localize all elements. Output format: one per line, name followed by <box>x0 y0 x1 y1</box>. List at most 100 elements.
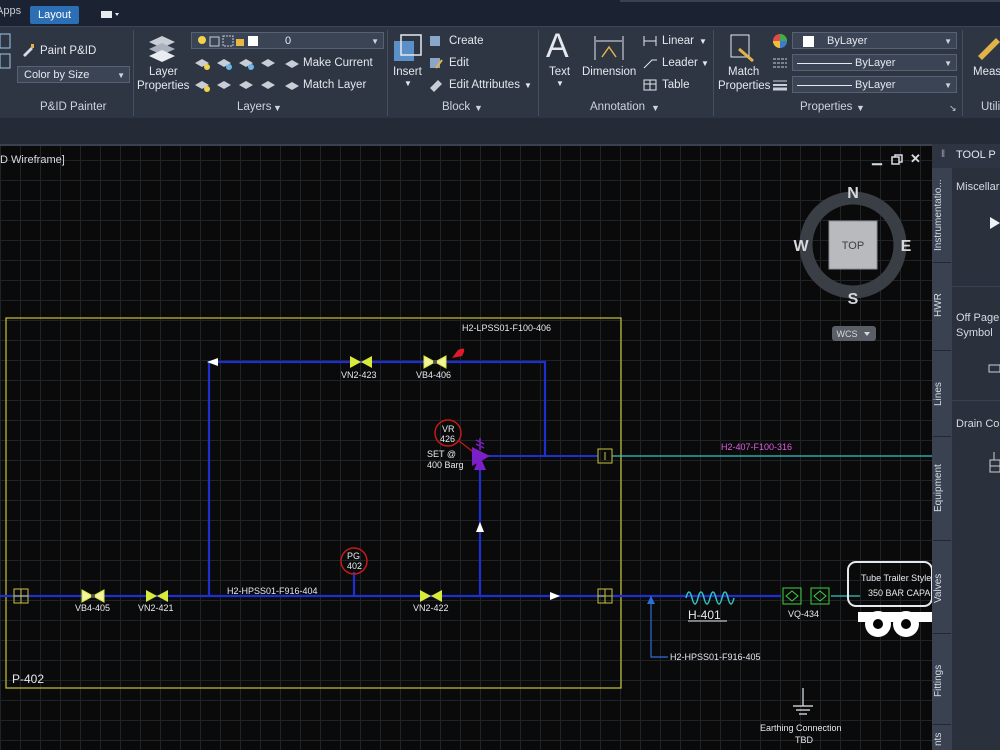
panel-launcher-icon[interactable]: ↘ <box>949 103 957 113</box>
dimension-icon[interactable] <box>592 33 626 63</box>
lineweight-select[interactable]: ByLayer ▼ <box>792 76 957 93</box>
match-properties-icon[interactable] <box>729 33 757 65</box>
palette-tab-valves[interactable]: Valves <box>933 573 944 603</box>
package-boundary[interactable] <box>5 317 622 689</box>
chevron-down-icon[interactable]: ▼ <box>474 103 483 113</box>
off-page-connector-icon[interactable] <box>988 364 1000 374</box>
palette-tab-hwr[interactable]: HWR <box>933 293 944 317</box>
relief-valve-icon[interactable] <box>434 419 490 470</box>
palette-tab-lines[interactable]: Lines <box>933 382 944 406</box>
palette-tab-more[interactable]: nts <box>933 732 944 747</box>
chevron-down-icon[interactable]: ▼ <box>701 59 709 68</box>
pressure-gauge-icon[interactable] <box>340 547 368 575</box>
gauge-tag-1[interactable]: PG <box>347 551 360 561</box>
chevron-down-icon[interactable]: ▼ <box>404 79 412 88</box>
linetype-select[interactable]: ByLayer ▼ <box>792 54 957 71</box>
paint-brush-icon[interactable] <box>20 42 36 58</box>
earthing-icon[interactable] <box>793 688 813 715</box>
viewport-controls-label[interactable]: D Wireframe] <box>0 154 65 166</box>
flag-symbol-icon[interactable] <box>988 216 1000 230</box>
valve-label-vb4-405[interactable]: VB4-405 <box>75 603 110 613</box>
match-properties-label-2[interactable]: Properties <box>718 80 771 92</box>
palette-section-symbol[interactable]: Symbol <box>956 327 993 339</box>
chevron-down-icon[interactable] <box>864 332 870 336</box>
earthing-label-2[interactable]: TBD <box>795 735 814 745</box>
table-icon[interactable] <box>642 78 658 92</box>
color-by-select[interactable]: Color by Size▼ <box>17 66 130 83</box>
relief-setpoint-1[interactable]: SET @ <box>427 449 456 459</box>
palette-tab-instrumentation[interactable]: Instrumentatio... <box>933 179 944 251</box>
line-label-top[interactable]: H2-LPSS01-F100-406 <box>462 323 551 333</box>
linetype-icon[interactable] <box>772 56 788 70</box>
match-layer-button[interactable]: Match Layer <box>303 79 367 91</box>
palette-section-drain[interactable]: Drain Co <box>956 418 1000 430</box>
insert-button[interactable]: Insert <box>393 66 422 78</box>
palette-section-off-page[interactable]: Off Page <box>956 312 1000 324</box>
chevron-down-icon[interactable]: ▼ <box>699 37 707 46</box>
heater-coil-icon[interactable] <box>685 591 735 605</box>
match-layer-icon[interactable] <box>284 79 300 93</box>
leader-button[interactable]: Leader <box>662 57 698 69</box>
valve-icons[interactable] <box>81 355 830 605</box>
linear-button[interactable]: Linear <box>662 35 694 47</box>
heater-label[interactable]: H-401 <box>688 608 721 622</box>
measure-icon[interactable] <box>976 36 1000 62</box>
edit-block-button[interactable]: Edit <box>449 57 469 69</box>
create-block-icon[interactable] <box>428 34 444 48</box>
line-label-east[interactable]: H2-407-F100-316 <box>721 442 792 452</box>
tool-icon[interactable] <box>0 32 12 72</box>
chevron-down-icon[interactable]: ▼ <box>273 103 282 113</box>
gauge-tag-2[interactable]: 402 <box>347 561 362 571</box>
layer-select[interactable]: 0 ▼ <box>191 32 384 49</box>
valve-label-vq-434[interactable]: VQ-434 <box>788 609 819 619</box>
marker-pin-icon[interactable] <box>452 348 465 358</box>
linear-dimension-icon[interactable] <box>642 34 658 48</box>
tab-layout[interactable]: Layout <box>30 6 80 24</box>
text-tool-icon[interactable]: A <box>546 27 569 65</box>
line-label-branch[interactable]: H2-HPSS01-F916-405 <box>670 652 761 662</box>
valve-label-vb4-406[interactable]: VB4-406 <box>416 370 451 380</box>
insert-block-icon[interactable] <box>391 33 425 65</box>
lineweight-icon[interactable] <box>772 78 788 92</box>
minimize-viewport-icon[interactable]: ▁ <box>872 150 882 165</box>
compass-south[interactable]: S <box>848 291 859 308</box>
viewcube[interactable]: TOP N S E W WCS <box>793 185 912 341</box>
match-properties-label-1[interactable]: Match <box>728 66 760 78</box>
close-viewport-icon[interactable]: ✕ <box>910 151 921 166</box>
palette-tab-equipment[interactable]: Equipment <box>933 464 944 512</box>
valve-label-vn2-421[interactable]: VN2-421 <box>138 603 174 613</box>
measure-button[interactable]: Meas <box>973 66 1000 78</box>
color-select[interactable]: ByLayer ▼ <box>792 32 957 49</box>
quick-access-dropdown-icon[interactable] <box>99 9 121 20</box>
layer-properties-label-2[interactable]: Properties <box>137 80 190 92</box>
trailer-label-1[interactable]: Tube Trailer Style <box>861 573 931 583</box>
text-button[interactable]: Text <box>549 66 571 78</box>
relief-tag-2[interactable]: 426 <box>440 434 455 444</box>
edit-block-icon[interactable] <box>428 56 444 70</box>
table-button[interactable]: Table <box>662 79 690 91</box>
connector-icons[interactable] <box>13 448 613 604</box>
chevron-down-icon[interactable]: ▼ <box>651 103 660 113</box>
edit-attributes-icon[interactable] <box>428 78 444 92</box>
relief-setpoint-2[interactable]: 400 Barg <box>427 460 464 470</box>
wcs-menu[interactable]: WCS <box>837 329 858 339</box>
chevron-down-icon[interactable]: ▼ <box>856 103 865 113</box>
package-label[interactable]: P-402 <box>12 672 44 686</box>
compass-north[interactable]: N <box>847 185 859 202</box>
layer-properties-label-1[interactable]: Layer <box>149 66 178 78</box>
line-label-bottom[interactable]: H2-HPSS01-F916-404 <box>227 586 318 596</box>
edit-attributes-button[interactable]: Edit Attributes <box>449 79 520 91</box>
drawing-canvas[interactable] <box>0 146 932 750</box>
create-block-button[interactable]: Create <box>449 35 484 47</box>
viewcube-top-face[interactable]: TOP <box>842 240 864 252</box>
leader-icon[interactable] <box>642 56 658 70</box>
earthing-label-1[interactable]: Earthing Connection <box>760 723 842 733</box>
pipe-network[interactable] <box>0 360 781 598</box>
restore-viewport-icon[interactable] <box>891 154 903 166</box>
palette-section-miscellaneous[interactable]: Miscellar <box>956 181 1000 193</box>
valve-label-vn2-423[interactable]: VN2-423 <box>341 370 377 380</box>
drain-connector-icon[interactable] <box>988 452 1000 474</box>
chevron-down-icon[interactable]: ▼ <box>524 81 532 90</box>
paint-pid-button[interactable]: Paint P&ID <box>40 45 97 57</box>
branch-line[interactable] <box>650 596 668 658</box>
